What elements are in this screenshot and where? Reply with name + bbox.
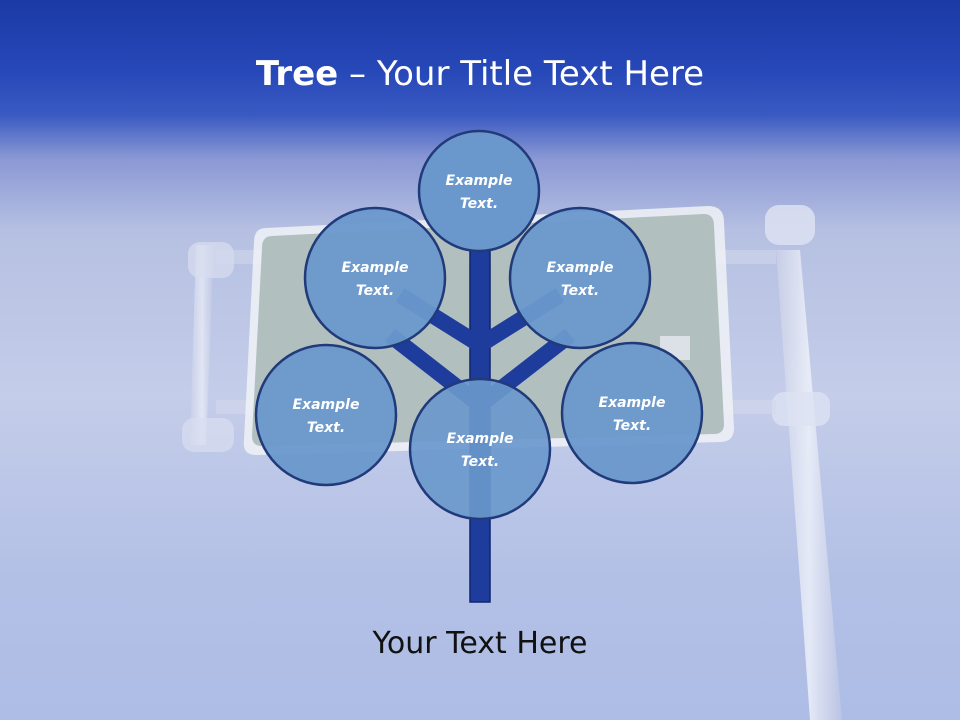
footer-text: Your Text Here <box>372 626 588 661</box>
slide-title: Tree – Your Title Text Here <box>0 52 960 96</box>
tree-node-top: Example Text. <box>417 129 541 253</box>
node-label-line1: Example <box>446 173 513 189</box>
node-label-line1: Example <box>599 395 666 411</box>
node-label-line2: Text. <box>613 418 651 434</box>
tree-node-upper-right: Example Text. <box>508 206 652 350</box>
tree-node-lower-right: Example Text. <box>560 341 704 485</box>
node-label-line1: Example <box>547 260 614 276</box>
node-label-line2: Text. <box>561 283 599 299</box>
title-rest: – Your Title Text Here <box>338 54 705 94</box>
title-bold: Tree <box>255 54 339 94</box>
node-label-line1: Example <box>293 397 360 413</box>
node-label-line1: Example <box>447 431 514 447</box>
node-label-line2: Text. <box>356 283 394 299</box>
node-label-line1: Example <box>342 260 409 276</box>
tree-node-lower-left: Example Text. <box>254 343 398 487</box>
node-label-line2: Text. <box>461 454 499 470</box>
node-label-line2: Text. <box>307 420 345 436</box>
tree-node-center: Example Text. <box>408 377 552 521</box>
node-label-line2: Text. <box>460 196 498 212</box>
tree-node-upper-left: Example Text. <box>303 206 447 350</box>
